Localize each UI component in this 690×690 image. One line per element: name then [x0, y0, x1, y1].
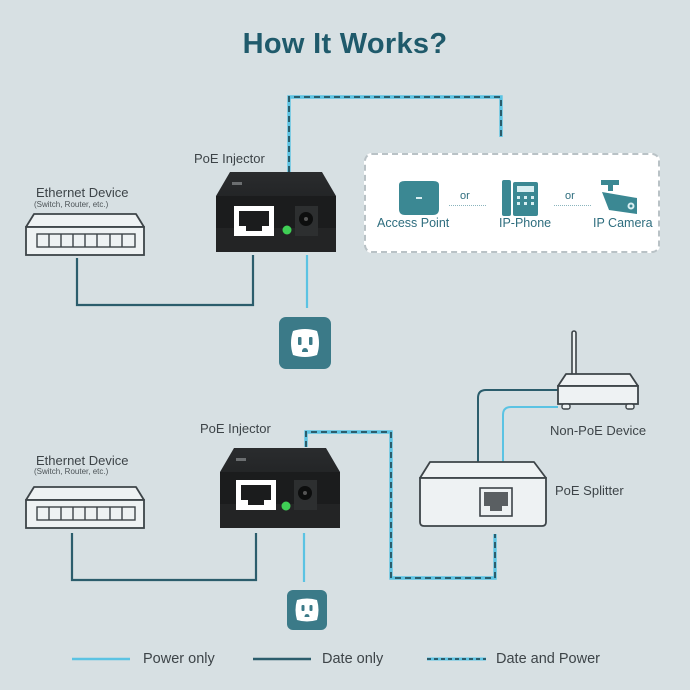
switch-icon [25, 213, 145, 256]
top-power-outlet [279, 317, 331, 369]
bottom-poe-wire [305, 431, 496, 579]
bottom-data-wire [70, 533, 258, 582]
bottom-power-outlet [287, 590, 327, 630]
ip-camera-icon [601, 180, 637, 214]
top-ethernet-device-sublabel: (Switch, Router, etc.) [34, 200, 109, 209]
top-poe-wire [288, 96, 502, 172]
ip-phone-label: IP-Phone [499, 216, 552, 230]
separator-line-1 [449, 205, 486, 206]
ip-camera-label: IP Camera [593, 216, 653, 230]
diagram-title: How It Works? [242, 28, 448, 60]
bottom-injector-label: PoE Injector [200, 421, 271, 436]
bottom-ethernet-device-sublabel: (Switch, Router, etc.) [34, 467, 109, 476]
top-data-wire [75, 255, 255, 307]
non-poe-device-label: Non-PoE Device [550, 423, 647, 438]
ip-phone-icon [502, 180, 538, 216]
separator-line-2 [554, 205, 591, 206]
legend-data-and-power: Date and Power [496, 651, 600, 667]
switch-icon [25, 486, 145, 529]
poe-injector-icon [220, 448, 340, 528]
power-outlet-icon [295, 598, 319, 622]
poe-splitter-label: PoE Splitter [555, 483, 624, 498]
legend-power-only: Power only [143, 651, 215, 667]
or-separator-2: or [565, 190, 575, 202]
poe-splitter-icon [419, 461, 547, 527]
top-ethernet-device-label: Ethernet Device [36, 185, 129, 200]
access-point-label: Access Point [377, 216, 450, 230]
splitter-power-wire [502, 406, 558, 462]
or-separator-1: or [460, 190, 470, 202]
router-icon [557, 330, 639, 410]
splitter-data-wire [477, 389, 558, 462]
bottom-ethernet-device-label: Ethernet Device [36, 453, 129, 468]
access-point-icon [399, 181, 439, 215]
legend-data-only: Date only [322, 651, 384, 667]
top-injector-label: PoE Injector [194, 151, 265, 166]
power-outlet-icon [291, 329, 319, 357]
poe-injector-icon [216, 172, 336, 252]
